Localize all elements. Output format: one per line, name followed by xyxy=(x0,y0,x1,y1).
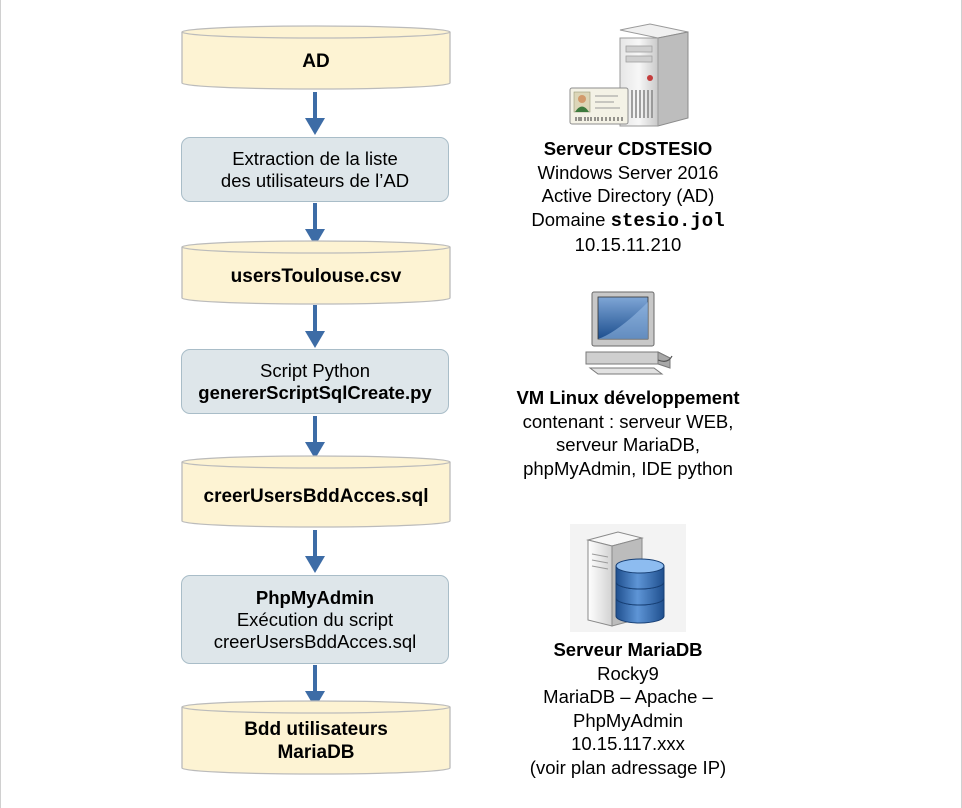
cylinder-ad-label: AD xyxy=(302,51,330,72)
ad-server-role: Active Directory (AD) xyxy=(541,185,715,206)
ad-server-info: Serveur CDSTESIO Windows Server 2016 Act… xyxy=(480,137,776,257)
cylinder-bdd-line2: MariaDB xyxy=(277,742,355,763)
arrow-1 xyxy=(304,92,326,136)
process-phpmyadmin-line2: Exécution du script xyxy=(236,608,394,630)
vm-line2: serveur MariaDB, xyxy=(556,434,700,455)
process-script-python: Script Python genererScriptSqlCreate.py xyxy=(181,349,449,414)
mariadb-server-stack-1: MariaDB – Apache – xyxy=(543,686,713,707)
ad-server-domain-line: Domaine stesio.jol xyxy=(480,208,776,234)
mariadb-server-os: Rocky9 xyxy=(597,662,659,684)
cylinder-bdd: Bdd utilisateurs MariaDB xyxy=(181,700,451,776)
process-extraction: Extraction de la liste des utilisateurs … xyxy=(181,137,449,202)
process-script-line1: Script Python xyxy=(259,359,371,381)
cylinder-bdd-line1: Bdd utilisateurs xyxy=(244,719,388,740)
arrow-3 xyxy=(304,305,326,349)
process-phpmyadmin: PhpMyAdmin Exécution du script creerUser… xyxy=(181,575,449,664)
ad-server-title: Serveur CDSTESIO xyxy=(543,138,713,159)
cylinder-ad-shape xyxy=(181,25,451,90)
mariadb-server-ip: 10.15.117.xxx xyxy=(571,733,685,754)
process-extraction-line1: Extraction de la liste xyxy=(232,147,398,169)
mariadb-server-stack-2: PhpMyAdmin xyxy=(572,709,683,731)
cylinder-ad: AD xyxy=(181,25,451,91)
vm-info: VM Linux développement contenant : serve… xyxy=(480,386,776,480)
arrow-5 xyxy=(304,530,326,574)
cylinder-csv-shape xyxy=(181,240,451,305)
arrow-6 xyxy=(304,665,326,709)
mariadb-server-note: (voir plan adressage IP) xyxy=(529,756,727,778)
process-phpmyadmin-line1: PhpMyAdmin xyxy=(255,586,375,608)
cylinder-sql-label: creerUsersBddAcces.sql xyxy=(203,486,429,507)
mariadb-server-info: Serveur MariaDB Rocky9 MariaDB – Apache … xyxy=(480,638,776,779)
ad-server-icon xyxy=(566,22,690,139)
ad-server-domain: stesio.jol xyxy=(610,209,725,232)
mariadb-server-title: Serveur MariaDB xyxy=(553,639,703,660)
process-extraction-line2: des utilisateurs de l’AD xyxy=(220,169,410,191)
cylinder-csv-label: usersToulouse.csv xyxy=(230,266,402,287)
arrow-2 xyxy=(304,203,326,247)
ad-server-os: Windows Server 2016 xyxy=(537,161,719,183)
ad-server-domain-label: Domaine xyxy=(531,208,606,230)
vm-line3: phpMyAdmin, IDE python xyxy=(523,457,733,479)
vm-line1: contenant : serveur WEB, xyxy=(522,410,734,432)
cylinder-bdd-shape xyxy=(181,700,451,775)
left-border xyxy=(0,0,1,808)
database-server-icon xyxy=(570,524,686,637)
cylinder-sql-shape xyxy=(181,455,451,528)
vm-title: VM Linux développement xyxy=(516,387,740,408)
workstation-icon xyxy=(584,290,676,381)
ad-server-ip: 10.15.11.210 xyxy=(574,234,682,255)
process-phpmyadmin-line3: creerUsersBddAcces.sql xyxy=(213,630,417,652)
arrow-4 xyxy=(304,416,326,460)
cylinder-csv: usersToulouse.csv xyxy=(181,240,451,306)
process-script-line2: genererScriptSqlCreate.py xyxy=(198,381,432,403)
cylinder-sql: creerUsersBddAcces.sql xyxy=(181,455,451,529)
